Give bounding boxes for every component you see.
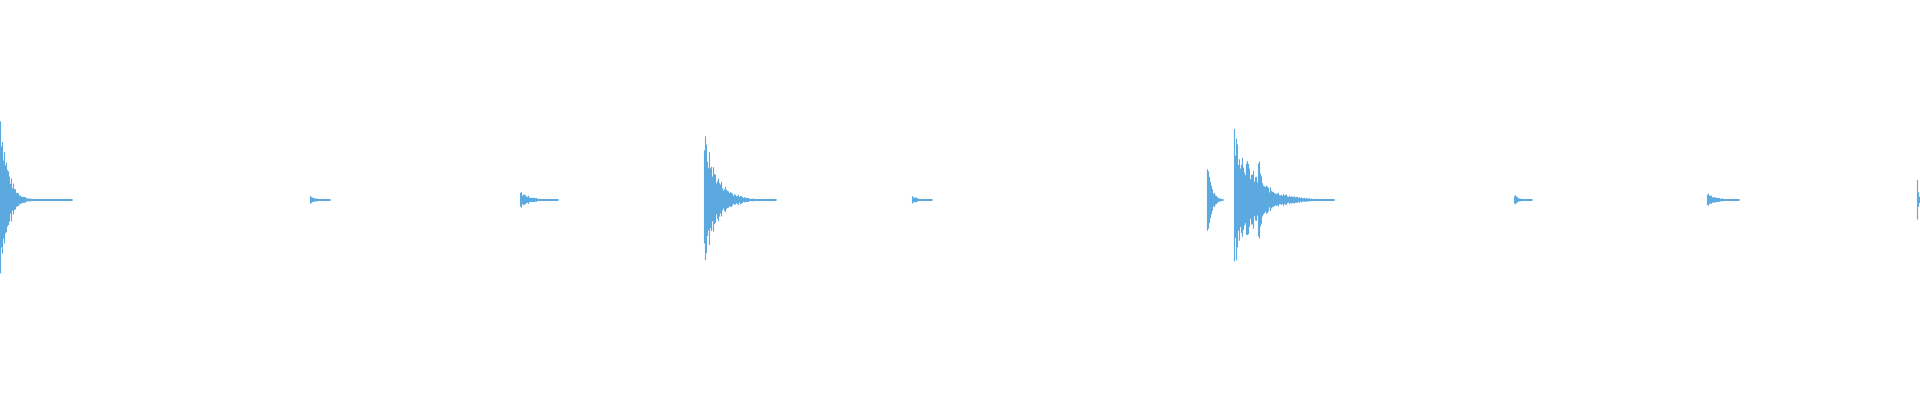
waveform-hit-tail <box>1234 199 1334 201</box>
waveform-hit-4 <box>703 136 778 261</box>
waveform-hit-tail <box>1707 199 1739 201</box>
waveform-hit-tail <box>310 199 330 201</box>
waveform-hit-tail <box>1917 199 1920 201</box>
waveform-hit-7 <box>1513 195 1534 205</box>
waveform-hit-9 <box>1916 180 1920 220</box>
waveform-hit-6 <box>1206 128 1336 262</box>
waveform-hit-tail <box>0 199 72 201</box>
waveform-hit-tail <box>520 199 558 201</box>
waveform-hit-8 <box>1706 193 1741 206</box>
waveform-peaks <box>0 121 1920 274</box>
waveform-hit-tail <box>912 199 932 201</box>
waveform-hit-tail <box>704 199 776 201</box>
waveform-hit-2 <box>309 195 332 204</box>
waveform-hit-5 <box>911 196 934 204</box>
waveform-hit-1 <box>0 121 74 274</box>
waveform-hit-3 <box>519 192 560 208</box>
waveform-hit-tail <box>1514 199 1532 201</box>
